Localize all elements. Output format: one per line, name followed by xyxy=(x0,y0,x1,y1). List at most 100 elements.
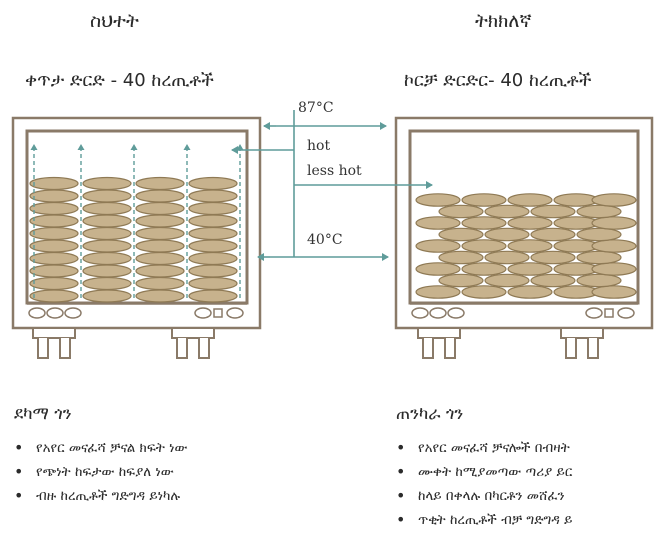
bag xyxy=(188,189,238,203)
right-bullet-item: የአየር መናፈሻ ቻናሎች በብዛት xyxy=(396,436,669,460)
right-bullet-list: የአየር መናፈሻ ቻናሎች በብዛት ሙቀት ከሚያመጣው ጣሪያ ይር ከላ… xyxy=(396,436,669,532)
bag xyxy=(135,251,185,266)
top-temperature-label: 87°C xyxy=(298,100,334,116)
right-section-title: ጠንካራ ጎን xyxy=(396,404,464,424)
bag xyxy=(82,201,132,216)
left-section-title: ደካማ ጎን xyxy=(14,404,72,424)
bag xyxy=(507,262,553,276)
bag xyxy=(29,251,79,266)
left-legs xyxy=(32,327,215,359)
bag xyxy=(135,189,185,203)
bag xyxy=(188,289,238,303)
bag xyxy=(591,239,637,253)
bag xyxy=(507,193,553,207)
bag xyxy=(484,273,530,288)
left-status-label: ስህተት xyxy=(90,10,139,32)
bag xyxy=(135,176,185,191)
bag xyxy=(530,204,576,219)
bag xyxy=(530,273,576,288)
bag xyxy=(135,264,185,278)
bag xyxy=(461,262,507,276)
right-arrangement-title: ኮርቻ ድርድር- 40 ከረጢቶች xyxy=(404,70,592,91)
bag xyxy=(530,227,576,242)
left-airflow-arrows xyxy=(30,144,244,298)
bag xyxy=(135,201,185,216)
bag xyxy=(188,251,238,266)
bag xyxy=(576,273,622,288)
bag xyxy=(188,176,238,191)
bag xyxy=(135,239,185,253)
bag xyxy=(82,289,132,303)
bag xyxy=(576,250,622,265)
bag xyxy=(82,226,132,241)
left-bullet-item: ብዙ ከረጢቶች ግድግዳ ይነካሉ xyxy=(14,484,188,508)
left-arrangement-title: ቀጥታ ድርድ - 40 ከረጢቶች xyxy=(25,70,214,91)
bag xyxy=(438,273,484,288)
right-status-label: ትክክለኛ xyxy=(475,10,532,32)
bag xyxy=(438,204,484,219)
bag xyxy=(188,201,238,216)
bag xyxy=(415,216,461,230)
right-legs xyxy=(417,327,604,359)
bag xyxy=(507,285,553,299)
bag xyxy=(29,289,79,303)
right-bullet-item: ሙቀት ከሚያመጣው ጣሪያ ይር xyxy=(396,460,669,484)
left-control-panel xyxy=(28,307,244,319)
bag xyxy=(29,176,79,191)
bag xyxy=(461,216,507,230)
right-bullet-item: ጥቂት ከረጢቶች ብቻ ግድግዳ ይ xyxy=(396,508,669,532)
bag xyxy=(484,204,530,219)
bag xyxy=(484,227,530,242)
bag xyxy=(576,227,622,242)
bag xyxy=(29,201,79,216)
bag xyxy=(82,251,132,266)
hot-label: hot xyxy=(307,138,331,154)
bag xyxy=(415,262,461,276)
bag xyxy=(82,189,132,203)
bag xyxy=(135,226,185,241)
bag xyxy=(29,264,79,278)
bag xyxy=(591,193,637,207)
bag xyxy=(415,239,461,253)
bag xyxy=(591,216,637,230)
bag xyxy=(438,250,484,265)
bag xyxy=(591,262,637,276)
right-dryer-unit xyxy=(394,116,654,359)
bag xyxy=(415,193,461,207)
bag xyxy=(135,289,185,303)
bag xyxy=(188,276,238,291)
bag xyxy=(82,176,132,191)
bag xyxy=(29,214,79,228)
bag xyxy=(415,285,461,299)
bag xyxy=(29,189,79,203)
right-control-panel xyxy=(411,307,635,319)
bag xyxy=(82,214,132,228)
bag xyxy=(188,239,238,253)
bag xyxy=(461,285,507,299)
right-bullet-item: ከላይ በቀላሉ በካርቶን መሸፈን xyxy=(396,484,669,508)
left-dryer-unit xyxy=(11,116,262,359)
bag xyxy=(188,214,238,228)
bag xyxy=(29,239,79,253)
bag xyxy=(135,276,185,291)
bag xyxy=(591,285,637,299)
bag xyxy=(188,226,238,241)
bag xyxy=(484,250,530,265)
bag xyxy=(188,264,238,278)
bag xyxy=(82,276,132,291)
bag xyxy=(576,204,622,219)
bag xyxy=(135,214,185,228)
less-hot-label: less hot xyxy=(307,163,362,179)
temperature-arrows xyxy=(231,110,433,261)
left-bullet-item: የጭነት ከፍታው ከፍያለ ነው xyxy=(14,460,188,484)
bag xyxy=(29,276,79,291)
bag xyxy=(29,226,79,241)
bag xyxy=(438,227,484,242)
right-bag-stacks xyxy=(415,193,637,299)
bag xyxy=(507,239,553,253)
bag xyxy=(82,264,132,278)
bag xyxy=(461,239,507,253)
left-bullet-list: የአየር መናፈሻ ቻናል ክፍት ነው የጭነት ከፍታው ከፍያለ ነው ብ… xyxy=(14,436,188,508)
left-bag-stacks xyxy=(29,176,238,303)
